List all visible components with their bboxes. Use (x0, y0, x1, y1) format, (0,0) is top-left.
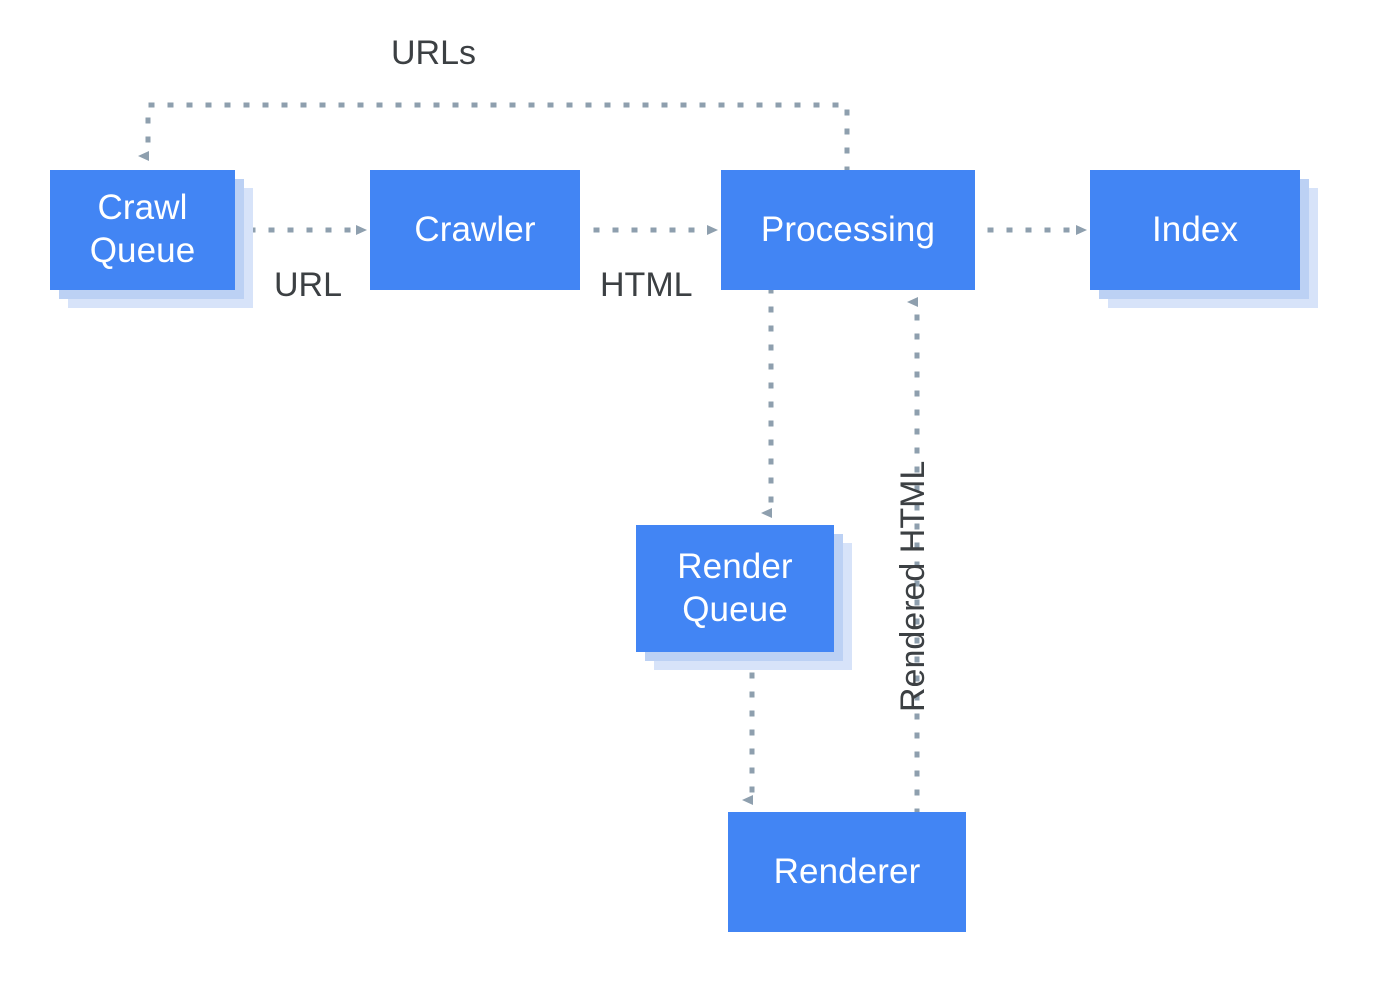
edge-processing-to-crawlqueue (138, 102, 850, 173)
node-crawler[interactable]: Crawler (370, 170, 580, 290)
node-face: Renderer (728, 812, 966, 932)
node-face: Render Queue (636, 525, 834, 652)
edge-label-rendered-html: Rendered HTML (894, 460, 932, 712)
node-label-crawl-queue: Crawl Queue (89, 188, 196, 270)
node-face: Crawler (370, 170, 580, 290)
node-face: Crawl Queue (50, 170, 235, 290)
node-crawl-queue[interactable]: Crawl Queue (50, 170, 253, 308)
node-label-processing: Processing (760, 209, 936, 249)
node-face: Processing (721, 170, 975, 290)
node-renderer[interactable]: Renderer (728, 812, 966, 932)
node-label-index: Index (1151, 209, 1239, 249)
edge-label-urls: URLs (391, 34, 477, 72)
node-label-render-queue: Render Queue (677, 546, 793, 629)
node-render-queue[interactable]: Render Queue (636, 525, 852, 670)
node-face: Index (1090, 170, 1300, 290)
node-label-renderer: Renderer (773, 851, 921, 891)
edge-label-url: URL (274, 266, 343, 304)
node-index[interactable]: Index (1090, 170, 1318, 308)
edge-label-html: HTML (600, 266, 693, 304)
node-processing[interactable]: Processing (721, 170, 975, 290)
node-label-crawler: Crawler (414, 209, 536, 249)
